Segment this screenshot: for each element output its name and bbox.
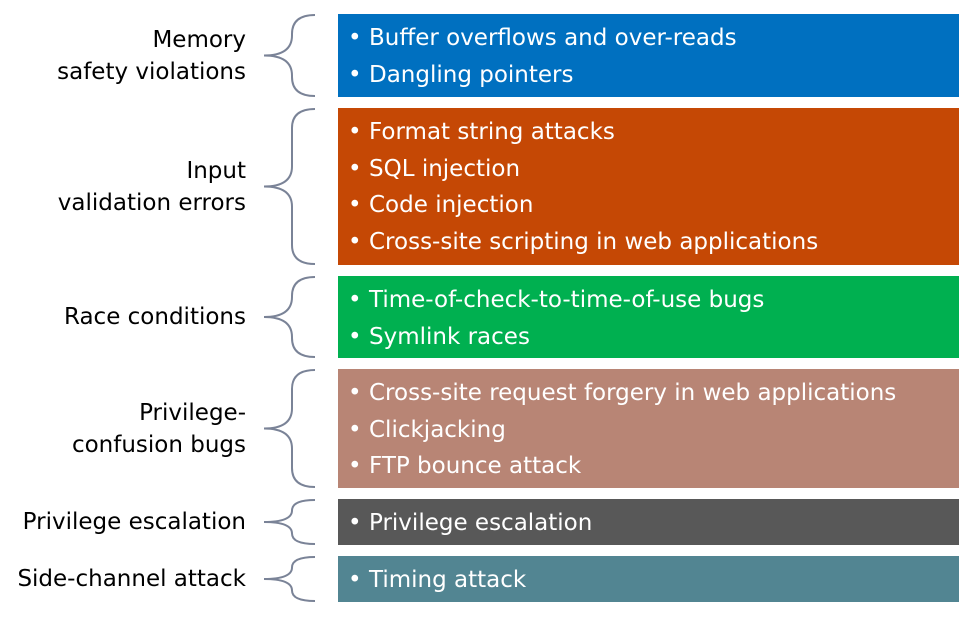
category-label: Privilege-confusion bugs: [72, 397, 246, 461]
brace-path: [263, 108, 316, 265]
list-item: • Time-of-check-to-time-of-use bugs: [348, 282, 959, 319]
list-item-text: Clickjacking: [369, 416, 506, 443]
category-label: Memory safety violations: [57, 24, 246, 88]
brace-path: [263, 556, 316, 602]
list-item: • Dangling pointers: [348, 57, 959, 94]
category-panel: • Buffer overflows and over-reads • Danglin…: [338, 14, 959, 97]
item-list: • Time-of-check-to-time-of-use bugs • Symli…: [348, 282, 959, 355]
brace-path: [263, 14, 316, 97]
bullet-icon: •: [348, 380, 362, 406]
bullet-icon: •: [348, 453, 362, 479]
category-label-line: Input: [186, 157, 246, 184]
category-label-line: Privilege-: [139, 399, 246, 426]
bullet-icon: •: [348, 287, 362, 313]
list-item-text: Dangling pointers: [369, 61, 574, 88]
list-item-text: Privilege escalation: [369, 510, 593, 536]
brace-icon: [263, 499, 316, 545]
brace-icon: [263, 276, 316, 358]
category-panel: • Time-of-check-to-time-of-use bugs • Symli…: [338, 276, 959, 358]
brace-icon: [263, 14, 316, 97]
list-item-text: Cross-site request forgery in web applic…: [369, 380, 897, 406]
category-label-line: confusion bugs: [71, 431, 246, 458]
category-panel: • Privilege escalation: [338, 499, 959, 545]
item-list: • Buffer overflows and over-reads • Danglin…: [348, 20, 959, 93]
brace-icon: [263, 556, 316, 602]
list-item-text: Format string attacks: [369, 119, 615, 145]
bullet-icon: •: [348, 228, 362, 255]
list-item: • Code injection: [348, 187, 959, 224]
list-item-text: Cross-site scripting in web applications: [369, 228, 819, 255]
category-label-line: Side-channel attack: [17, 566, 246, 592]
list-item: • Timing attack: [348, 562, 959, 599]
list-item: • Format string attacks: [348, 114, 959, 151]
category-label: Privilege escalation: [23, 506, 246, 538]
list-item: • Privilege escalation: [348, 505, 959, 542]
list-item: • Cross-site request forgery in web appli…: [348, 375, 959, 412]
item-list: • Privilege escalation: [348, 505, 959, 542]
item-list: • Cross-site request forgery in web appli…: [348, 375, 959, 485]
category-label-line: Memory: [152, 26, 246, 53]
bullet-icon: •: [348, 510, 362, 536]
bullet-icon: •: [348, 61, 362, 88]
list-item-text: Buffer overflows and over-reads: [369, 25, 737, 51]
list-item: • Clickjacking: [348, 412, 959, 449]
list-item: • Symlink races: [348, 319, 959, 356]
category-label: Race conditions: [64, 301, 246, 333]
category-panel: • Timing attack: [338, 556, 959, 602]
category-label-line: safety violations: [57, 58, 246, 85]
brace-path: [263, 276, 316, 358]
list-item-text: Timing attack: [369, 567, 527, 593]
category-label: Input validation errors: [58, 155, 246, 219]
bullet-icon: •: [348, 25, 362, 51]
list-item: • Buffer overflows and over-reads: [348, 20, 959, 57]
bullet-icon: •: [348, 416, 362, 443]
category-label-line: validation errors: [57, 189, 246, 216]
list-item-text: Code injection: [369, 192, 534, 218]
bullet-icon: •: [348, 119, 362, 145]
brace-icon: [263, 369, 316, 488]
brace-path: [263, 499, 316, 545]
list-item: • FTP bounce attack: [348, 448, 959, 485]
bullet-icon: •: [348, 323, 362, 350]
list-item: • Cross-site scripting in web application…: [348, 224, 959, 261]
bullet-icon: •: [348, 192, 362, 218]
category-panel: • Format string attacks • SQL injection • Cod…: [338, 108, 959, 265]
bullet-icon: •: [348, 155, 362, 182]
item-list: • Timing attack: [348, 562, 959, 599]
category-panel: • Cross-site request forgery in web appli…: [338, 369, 959, 488]
category-label-line: Race conditions: [63, 304, 246, 330]
bullet-icon: •: [348, 567, 362, 593]
list-item-text: Time-of-check-to-time-of-use bugs: [369, 287, 765, 313]
category-label-line: Privilege escalation: [22, 509, 246, 535]
brace-icon: [263, 108, 316, 265]
brace-path: [263, 369, 316, 488]
category-label: Side-channel attack: [17, 563, 246, 595]
list-item-text: FTP bounce attack: [369, 453, 582, 479]
item-list: • Format string attacks • SQL injection • Cod…: [348, 114, 959, 260]
list-item: • SQL injection: [348, 151, 959, 188]
list-item-text: SQL injection: [369, 155, 521, 182]
list-item-text: Symlink races: [369, 323, 530, 350]
